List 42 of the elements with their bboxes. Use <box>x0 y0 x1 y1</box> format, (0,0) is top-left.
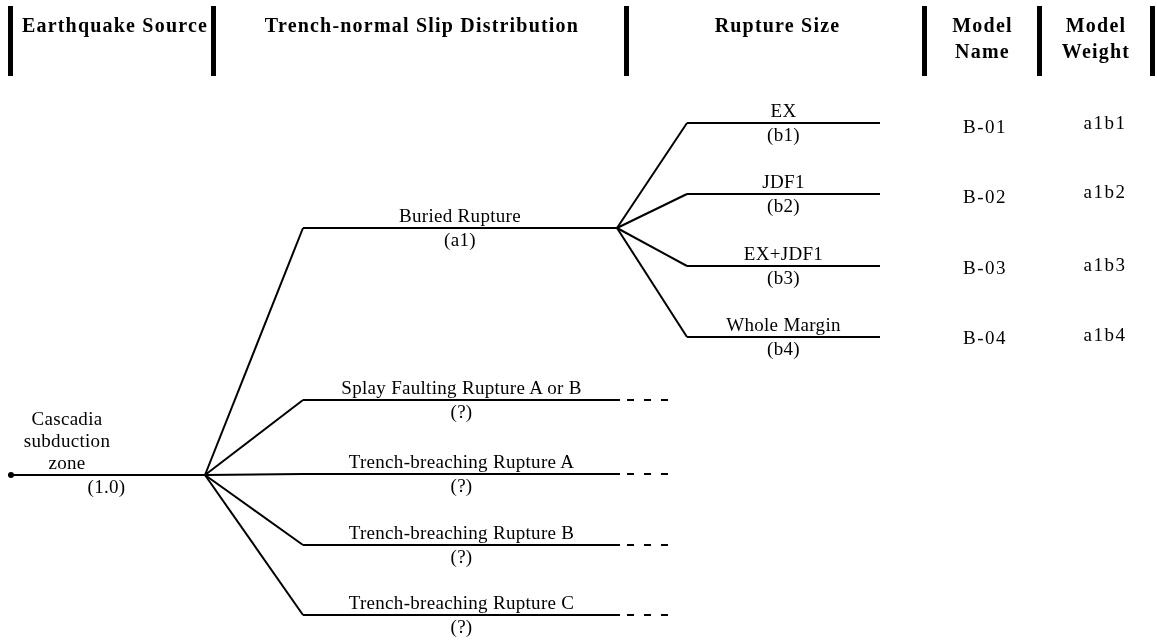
branch-label: Buried Rupture <box>398 205 522 227</box>
branch-weight: (b1) <box>766 124 801 146</box>
branch-label: Splay Faulting Rupture A or B <box>340 377 583 399</box>
branch-label: Whole Margin <box>725 314 842 336</box>
branch-connector <box>616 227 688 338</box>
model-name: B-01 <box>962 116 1008 138</box>
column-header: Rupture Size <box>713 13 842 38</box>
branch-label: EX <box>769 100 798 122</box>
branch-connector <box>204 474 304 616</box>
model-weight: a1b4 <box>1082 324 1128 346</box>
model-weight: a1b3 <box>1082 254 1128 276</box>
branch-connector <box>616 193 688 229</box>
branch-connector <box>616 122 688 229</box>
column-header: Earthquake Source <box>20 13 210 38</box>
branch-weight: (?) <box>449 616 474 638</box>
branch-label: Trench-breaching Rupture B <box>347 522 576 544</box>
branch-label: Trench-breaching Rupture A <box>347 451 576 473</box>
column-header: Trench-normal Slip Distribution <box>263 13 581 38</box>
column-header: Model Weight <box>1060 13 1132 64</box>
branch-weight: (b4) <box>766 338 801 360</box>
branch-label: EX+JDF1 <box>742 243 825 265</box>
model-name: B-04 <box>962 327 1008 349</box>
branch-weight: (?) <box>449 401 474 423</box>
branch-weight: (?) <box>449 546 474 568</box>
branch-weight: (b3) <box>766 267 801 289</box>
branch-connector <box>616 227 688 267</box>
branch-connector <box>204 399 304 476</box>
branch-connector <box>204 473 304 476</box>
branch-weight: (1.0) <box>86 476 127 498</box>
column-header: Model Name <box>951 13 1014 64</box>
branch-weight: (a1) <box>443 229 477 251</box>
branch-label: Trench-breaching Rupture C <box>347 592 576 614</box>
model-name: B-03 <box>962 257 1008 279</box>
model-weight: a1b2 <box>1082 181 1128 203</box>
branch-label: JDF1 <box>761 171 806 193</box>
branch-label: Cascadia subduction zone <box>22 408 112 474</box>
branch-connector <box>204 474 304 546</box>
model-weight: a1b1 <box>1082 112 1128 134</box>
branch-connector <box>204 227 304 476</box>
model-name: B-02 <box>962 186 1008 208</box>
branch-weight: (?) <box>449 475 474 497</box>
branch-weight: (b2) <box>766 195 801 217</box>
